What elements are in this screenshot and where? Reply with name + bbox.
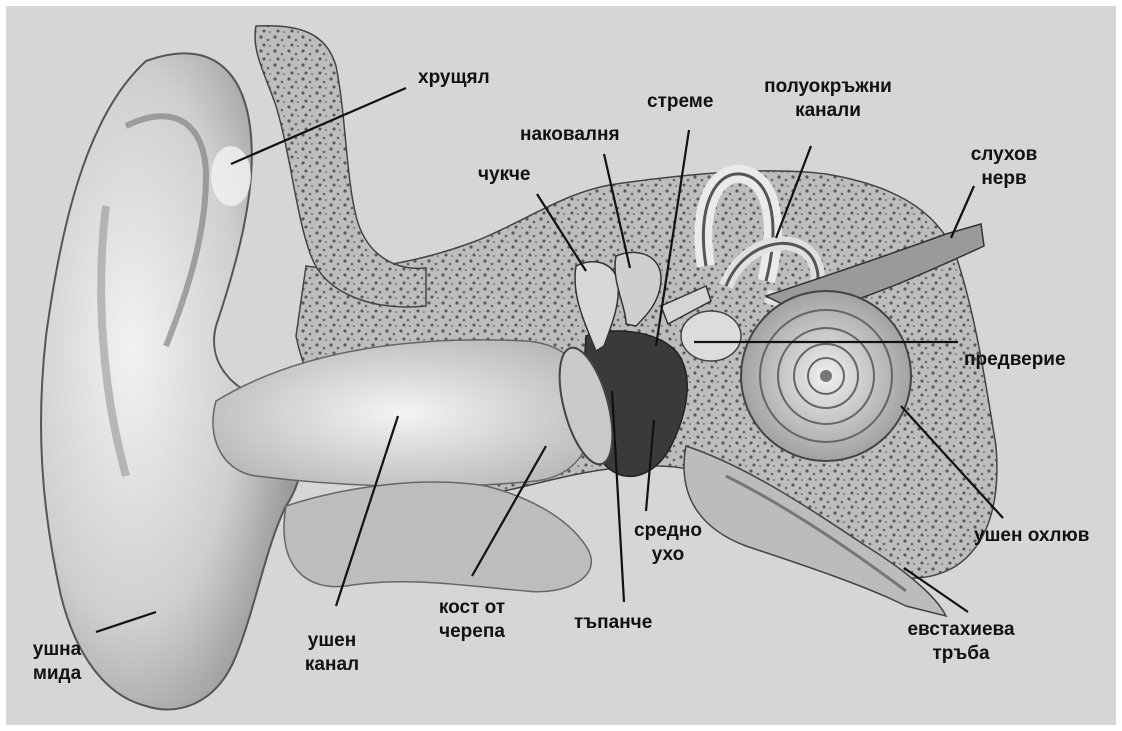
label-hrushtyal: хрущял xyxy=(418,66,490,90)
label-nakovalnya: наковалня xyxy=(520,123,620,147)
label-polukrazhni-kanali: полуокръжни канали xyxy=(743,75,913,123)
label-predverie: предверие xyxy=(964,348,1066,372)
label-ushen-kanal: ушен канал xyxy=(292,629,372,677)
label-sredno-ukho: средно ухо xyxy=(623,519,713,567)
label-chukche: чукче xyxy=(478,163,530,187)
label-ushen-okhlyuv: ушен охлюв xyxy=(974,524,1089,548)
vestibule-shape xyxy=(681,311,741,361)
label-streme: стреме xyxy=(647,90,713,114)
label-slukhov-nerv: слухов нерв xyxy=(954,143,1054,191)
label-kost-ot-cherepa: кост от черепа xyxy=(422,596,522,644)
cochlea-shape xyxy=(741,291,911,461)
label-tapanche: тъпанче xyxy=(574,611,652,635)
label-ushna-mida: ушна мида xyxy=(22,638,92,686)
label-evstakhieva-traba: евстахиева тръба xyxy=(886,618,1036,666)
ear-anatomy-diagram: хрущял стреме полуокръжни канали наковал… xyxy=(6,6,1116,725)
